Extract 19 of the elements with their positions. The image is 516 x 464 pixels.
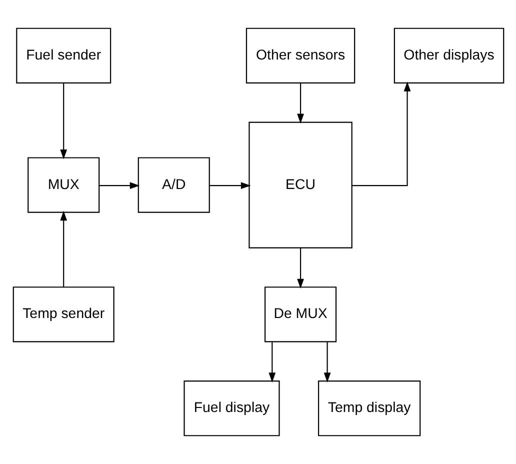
node-box: ECU	[248, 122, 352, 248]
arrow	[296, 248, 304, 289]
arrow	[268, 342, 276, 383]
node-box: Fuel display	[183, 380, 280, 436]
node-box: Other displays	[393, 28, 504, 84]
node-box: Other sensors	[245, 28, 355, 84]
node-box: MUX	[27, 157, 100, 213]
node-box: De MUX	[264, 286, 336, 342]
node-box: A/D	[137, 157, 210, 213]
arrow	[209, 182, 250, 190]
node-box: Temp sender	[12, 286, 114, 342]
arrow	[60, 83, 67, 160]
node-box: Temp display	[318, 380, 420, 436]
arrow	[296, 83, 304, 124]
arrow	[323, 342, 330, 383]
node-box: Fuel sender	[16, 28, 111, 84]
arrow	[60, 210, 67, 287]
arrow	[352, 82, 410, 186]
arrow	[98, 182, 140, 190]
